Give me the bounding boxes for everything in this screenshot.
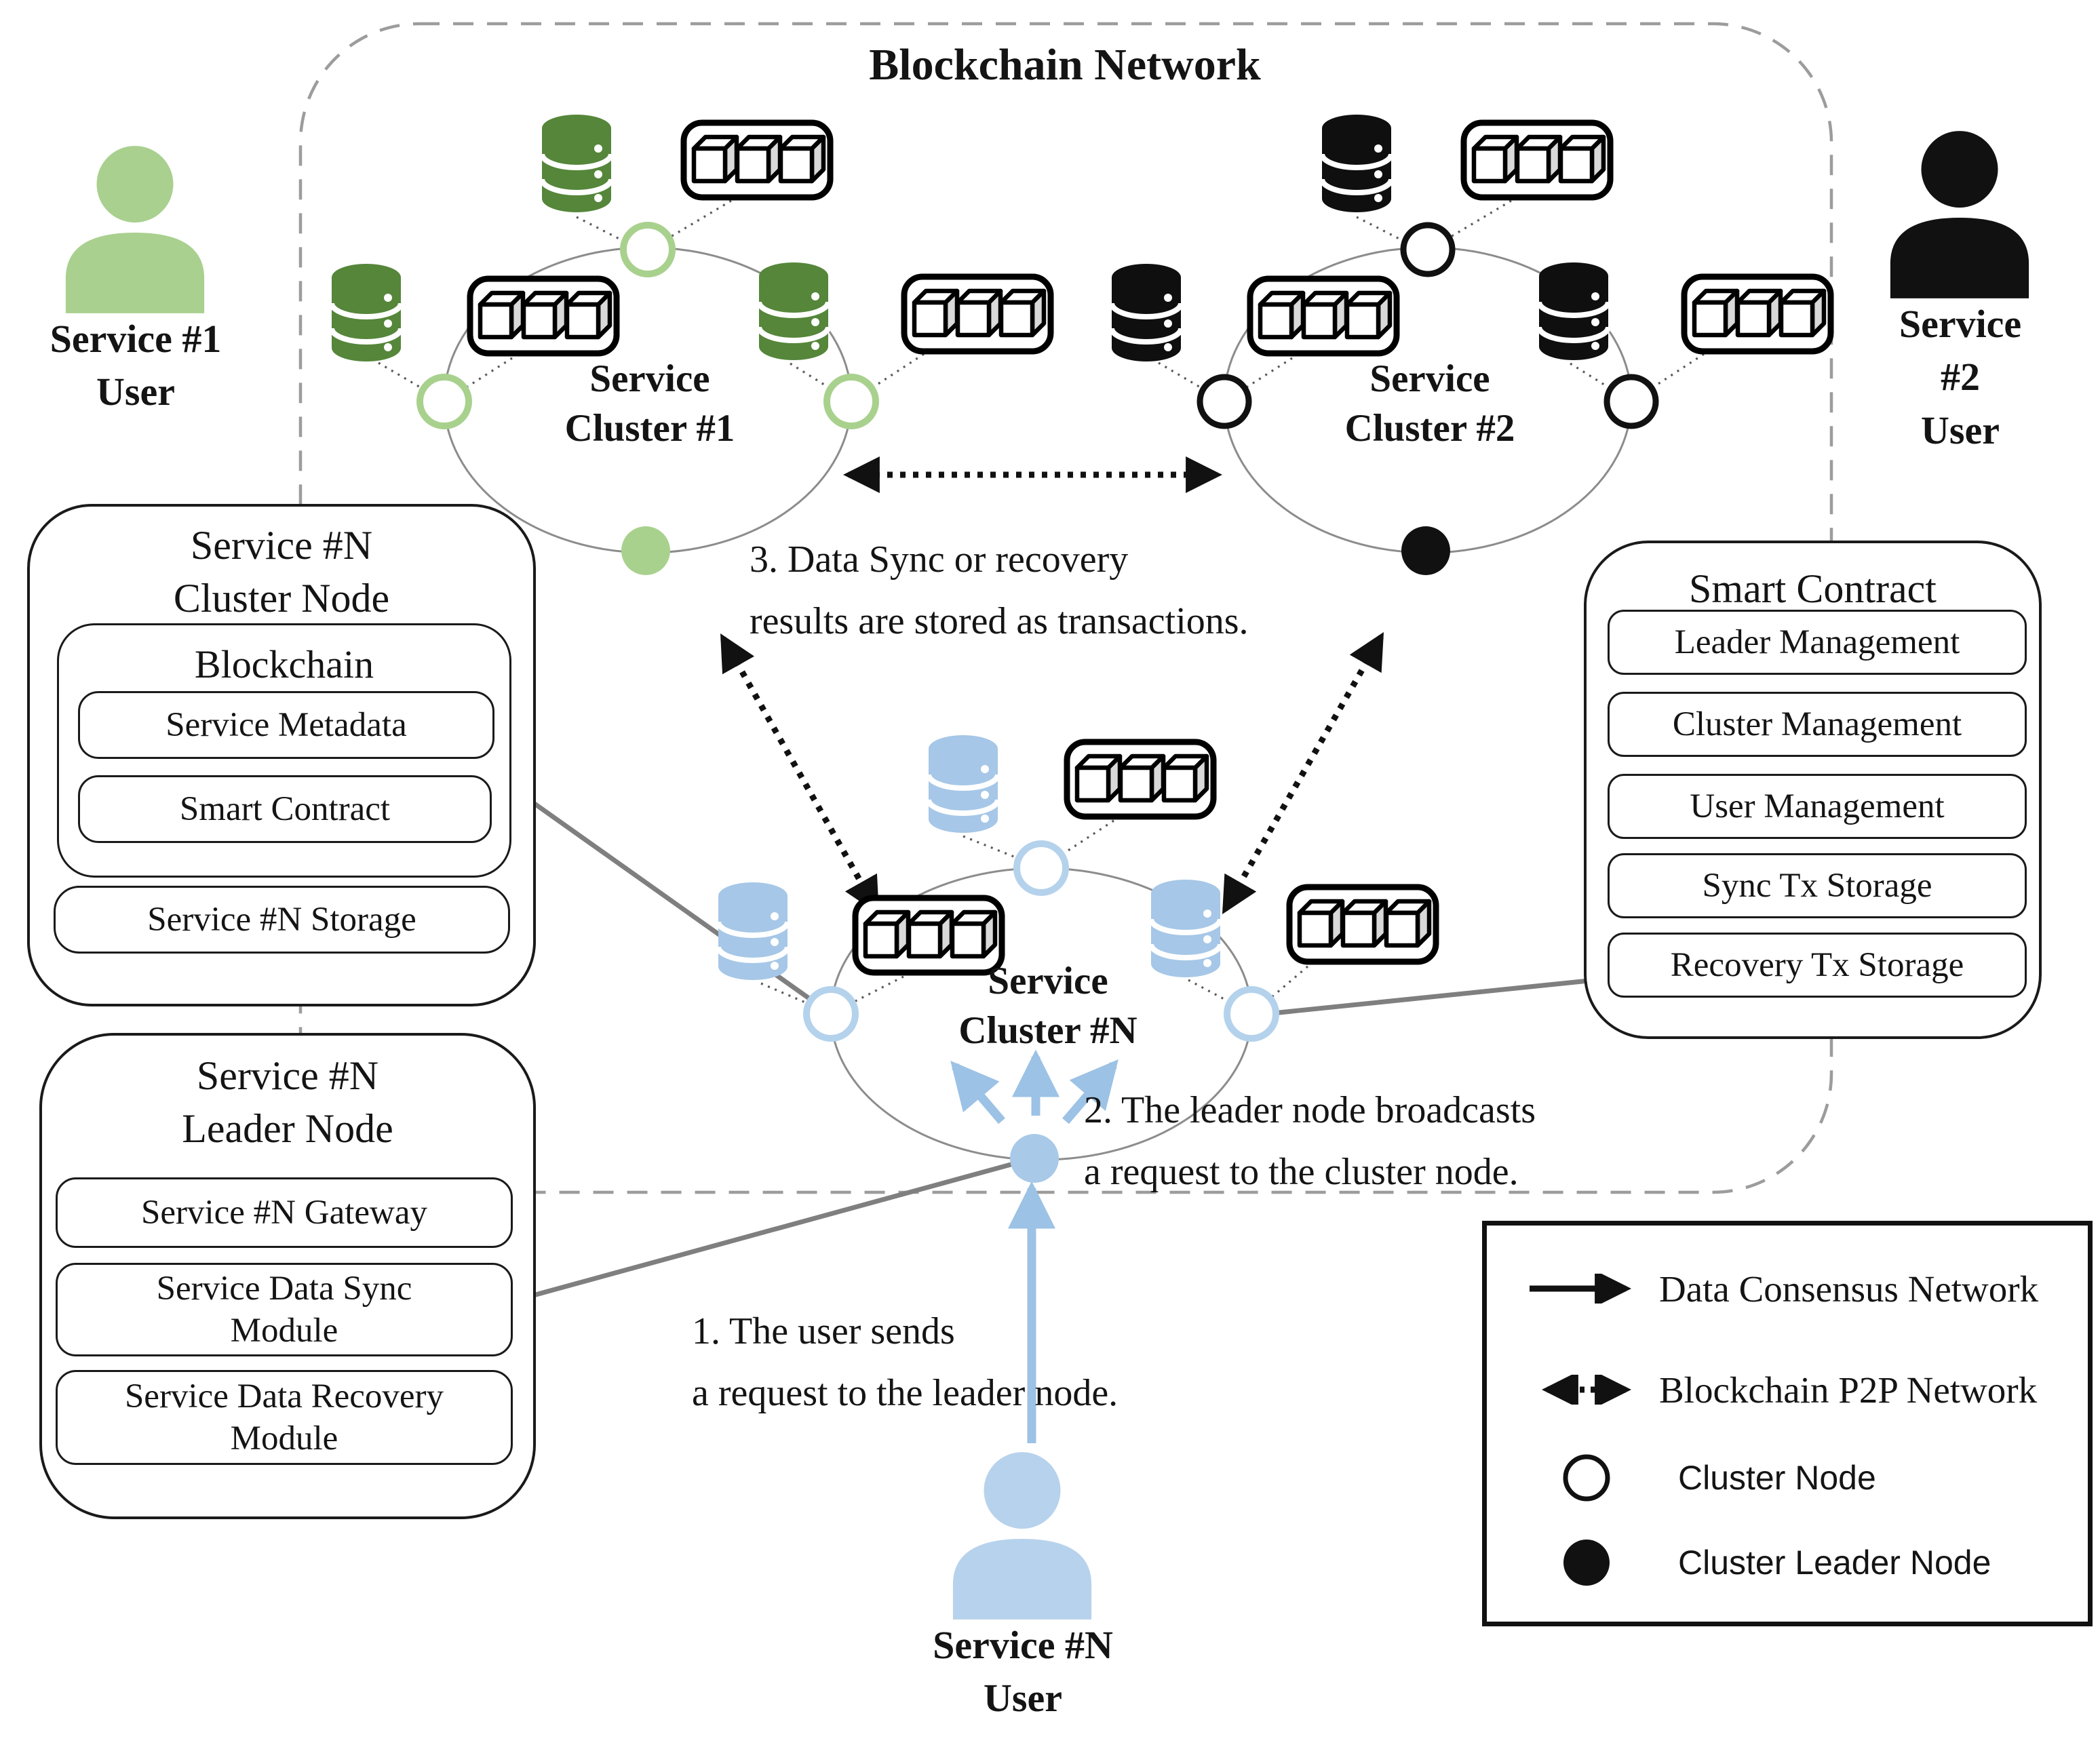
clusterN-icons: [718, 735, 1436, 980]
recovery-tx-storage-item: Recovery Tx Storage: [1608, 933, 2027, 998]
leader-node-box-title: Service #N Leader Node: [182, 1053, 393, 1151]
cluster2-nodes: [1197, 222, 1659, 575]
clusterN-leader-node: [1010, 1134, 1059, 1183]
leader-broadcast-arrows: [950, 1049, 1119, 1124]
cluster1-label: Service Cluster #1: [564, 357, 735, 450]
legend-label: Data Consensus Network: [1659, 1268, 2039, 1310]
legend-label: Cluster Leader Node: [1678, 1544, 1991, 1582]
smart-contract-item: Smart Contract: [78, 775, 492, 843]
smart-contract-box: Smart Contract Leader Management Cluster…: [1584, 541, 2042, 1039]
legend-row-p2p: Blockchain P2P Network: [1487, 1354, 2088, 1425]
service1-user-icon: [65, 146, 205, 313]
p2p-arrow-c2-cN: [1222, 631, 1384, 915]
cluster-node-box-title: Service #N Cluster Node: [173, 523, 390, 621]
cluster-management-item: Cluster Management: [1608, 692, 2027, 757]
cluster1-nodes: [416, 222, 879, 575]
cluster2-leader-node: [1401, 526, 1450, 575]
note-1: 1. The user sends a request to the leade…: [692, 1310, 1119, 1414]
data-sync-module-item: Service Data Sync Module: [56, 1263, 513, 1356]
database-icon: [718, 882, 788, 980]
serviceN-user-label: Service #N User: [933, 1623, 1113, 1721]
serviceN-gateway-item: Service #N Gateway: [56, 1177, 513, 1248]
filled-circle-icon: [1522, 1535, 1651, 1590]
blockchain-blocks-icon: [1067, 742, 1213, 817]
database-icon: [759, 262, 828, 360]
clusterN-node-left: [803, 986, 859, 1042]
legend-row-cluster-node: Cluster Node: [1487, 1443, 2088, 1513]
cluster-node-box: Service #N Cluster Node Blockchain Servi…: [27, 504, 536, 1006]
clusterN-label: Service Cluster #N: [958, 960, 1138, 1052]
service2-user-label: Service #2 User: [1899, 302, 2022, 452]
service-metadata-item: Service Metadata: [78, 691, 494, 759]
cluster2-icons: [1112, 115, 1831, 361]
sync-tx-storage-item: Sync Tx Storage: [1608, 853, 2027, 918]
database-icon: [1151, 880, 1220, 977]
data-recovery-module-item: Service Data Recovery Module: [56, 1370, 513, 1465]
p2p-arrow-c1-cN: [720, 633, 879, 915]
blockchain-blocks-icon: [1250, 279, 1397, 353]
diagram-title: Blockchain Network: [869, 40, 1261, 90]
user-management-item: User Management: [1608, 774, 2027, 839]
cluster1-node-right: [823, 374, 879, 429]
open-circle-icon: [1522, 1451, 1651, 1505]
database-icon: [542, 115, 611, 212]
connector-smartcontract-box: [1252, 973, 1642, 1018]
serviceN-user-icon: [952, 1452, 1092, 1620]
database-icon: [1322, 115, 1391, 212]
legend-label: Cluster Node: [1678, 1459, 1876, 1497]
clusterN-nodes: [803, 840, 1279, 1183]
cluster2-label: Service Cluster #2: [1344, 357, 1515, 450]
clusterN-node-right: [1224, 986, 1279, 1042]
cluster1-node-top: [620, 222, 676, 277]
cluster2-node-left: [1197, 374, 1252, 429]
database-icon: [332, 264, 401, 361]
legend-row-leader-node: Cluster Leader Node: [1487, 1527, 2088, 1598]
smart-contract-box-title: Smart Contract: [1689, 566, 1937, 611]
blockchain-blocks-icon: [1289, 887, 1436, 962]
cluster1-icons: [332, 115, 1051, 361]
blockchain-blocks-icon: [470, 279, 617, 353]
database-icon: [929, 735, 998, 833]
legend-label: Blockchain P2P Network: [1659, 1369, 2038, 1411]
cluster1-node-left: [416, 374, 472, 429]
solid-arrow-icon: [1522, 1274, 1651, 1304]
serviceN-storage-item: Service #N Storage: [54, 886, 510, 954]
service1-user-label: Service #1 User: [50, 317, 222, 414]
cluster1-leader-node: [621, 526, 670, 575]
legend-row-consensus: Data Consensus Network: [1487, 1253, 2088, 1324]
dotted-double-arrow-icon: [1522, 1375, 1651, 1405]
database-icon: [1539, 262, 1608, 360]
leader-management-item: Leader Management: [1608, 610, 2027, 675]
blockchain-subbox: Blockchain Service Metadata Smart Contra…: [57, 623, 511, 878]
cluster2-node-right: [1603, 374, 1659, 429]
service2-user-icon: [1890, 131, 2029, 298]
cluster2-node-top: [1400, 222, 1456, 277]
blockchain-blocks-icon: [684, 123, 830, 197]
legend: Data Consensus Network Blockchain P2P Ne…: [1482, 1221, 2093, 1626]
leader-node-box: Service #N Leader Node Service #N Gatewa…: [39, 1033, 536, 1519]
note-2: 2. The leader node broadcasts a request …: [1084, 1089, 1536, 1193]
blockchain-subbox-title: Blockchain: [194, 642, 374, 686]
blockchain-blocks-icon: [1464, 123, 1610, 197]
database-icon: [1112, 264, 1181, 361]
note-3: 3. Data Sync or recovery results are sto…: [750, 538, 1249, 642]
blockchain-blocks-icon: [904, 277, 1051, 351]
blockchain-blocks-icon: [1684, 277, 1831, 351]
clusterN-node-top: [1013, 840, 1069, 896]
